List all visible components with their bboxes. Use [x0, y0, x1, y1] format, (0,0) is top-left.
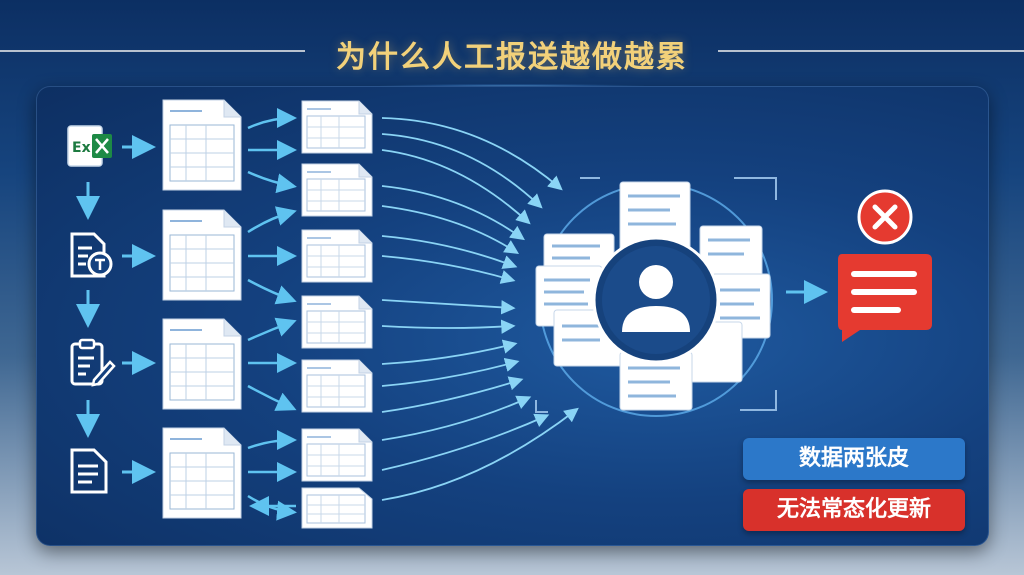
small-sheet [301, 295, 373, 349]
data-split-tag: 数据两张皮 [743, 438, 965, 480]
clipboard-edit-icon [66, 338, 116, 388]
document-tool-icon [66, 230, 116, 280]
cannot-update-tag: 无法常态化更新 [743, 489, 965, 531]
small-sheet [301, 359, 373, 413]
user-avatar-icon [592, 236, 720, 364]
spreadsheet-doc [162, 427, 242, 519]
excel-label: Ex [72, 140, 91, 156]
small-sheet [301, 229, 373, 283]
text-document-icon [66, 446, 116, 496]
title-divider-left [0, 50, 305, 52]
page-title: 为什么人工报送越做越累 [336, 40, 688, 75]
close-x-icon [857, 189, 913, 245]
title-divider-right [718, 50, 1024, 52]
spreadsheet-doc [162, 318, 242, 410]
spreadsheet-doc [162, 209, 242, 301]
small-sheet [301, 163, 373, 217]
message-bubble-icon [838, 254, 932, 342]
small-sheet [301, 487, 373, 529]
excel-icon: Ex [66, 122, 116, 170]
small-sheet [301, 100, 373, 154]
small-sheet [301, 428, 373, 482]
spreadsheet-doc [162, 99, 242, 191]
